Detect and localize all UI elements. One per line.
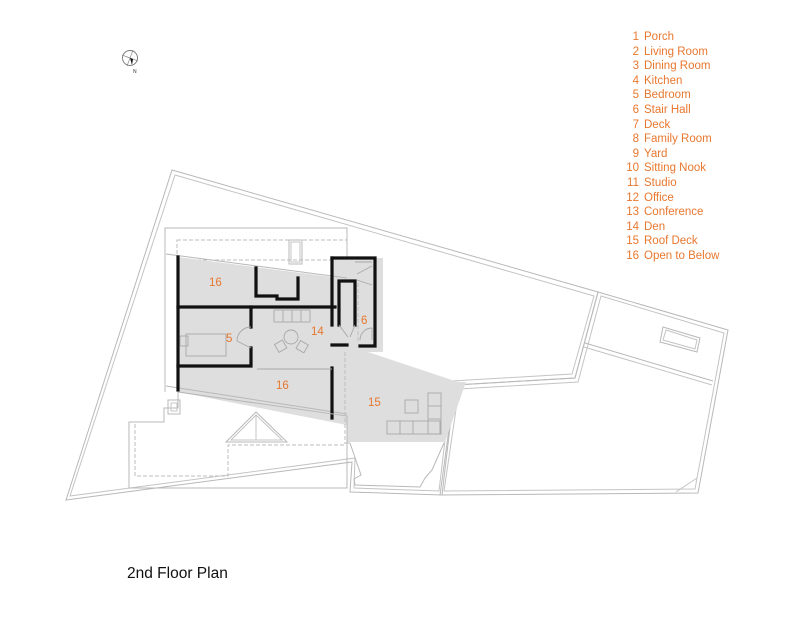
room-label-open-to-below: 16 (276, 380, 289, 392)
entry-outline (344, 442, 445, 488)
room-label-roof-deck: 15 (368, 397, 381, 409)
roof-edge-line (165, 253, 348, 279)
roof-edge-line (165, 385, 348, 415)
stair (338, 261, 373, 440)
room-label-den: 14 (311, 326, 324, 338)
plan-title: 2nd Floor Plan (127, 565, 228, 582)
lower-left-roof (128, 391, 348, 489)
north-arrow-icon: N (121, 49, 139, 75)
room-label-open-to-below: 16 (209, 277, 222, 289)
right-roof-outline (439, 291, 729, 496)
main-volume-outline (164, 227, 348, 392)
room-label-bedroom: 5 (226, 333, 232, 345)
bed-furniture (179, 326, 252, 357)
den-furniture (257, 309, 332, 370)
roof-deck-furniture (386, 392, 442, 435)
floor-fill (178, 257, 466, 442)
compass-label: N (133, 69, 137, 75)
walls (176, 255, 377, 420)
room-label-stair-hall: 6 (361, 315, 367, 327)
